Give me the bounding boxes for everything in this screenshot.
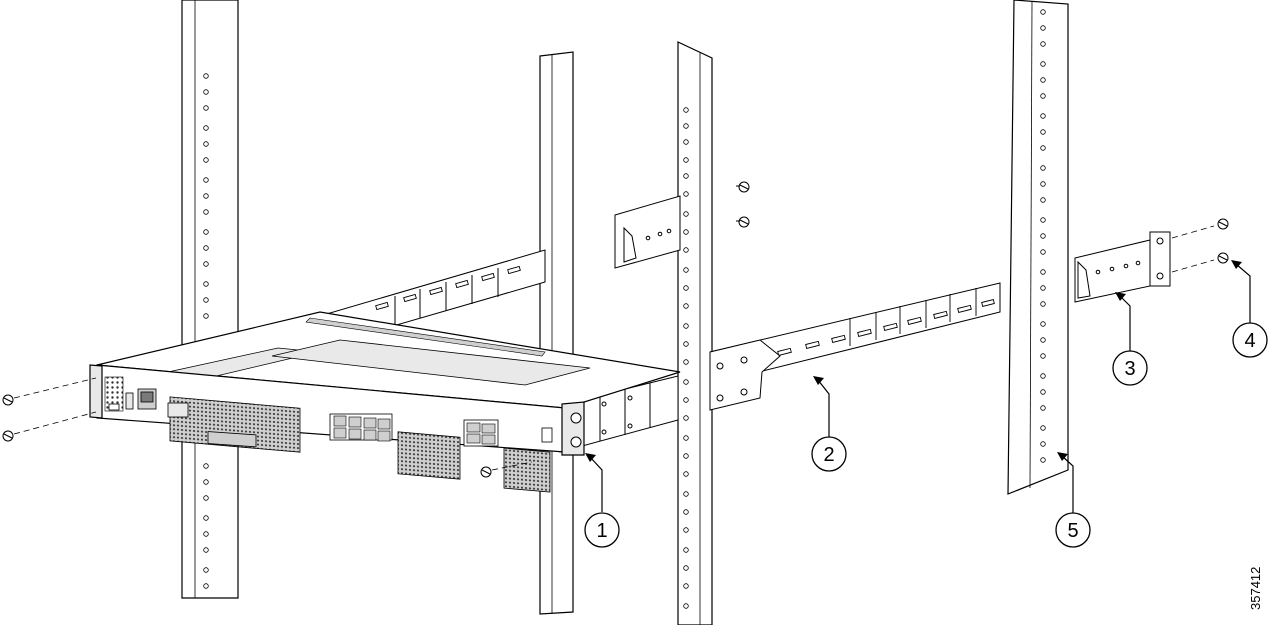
screw-ground <box>480 466 492 478</box>
screw-front-bottom <box>2 430 14 442</box>
status-led-block <box>541 427 553 443</box>
screw-center-top <box>736 181 750 193</box>
svg-text:2: 2 <box>823 444 834 466</box>
chassis-top-panel-right <box>271 339 591 386</box>
svg-text:5: 5 <box>1067 520 1078 542</box>
dash-lines-rear <box>1171 225 1215 273</box>
rack-post-right <box>1007 0 1069 495</box>
chassis-top-ridge <box>305 317 546 357</box>
callout-3: 3 <box>1112 350 1148 386</box>
callout-leaders <box>589 263 1251 514</box>
rack-post-right-holes <box>1040 9 1046 463</box>
callout-5: 5 <box>1055 512 1091 548</box>
rear-bracket-center <box>614 195 681 269</box>
vent-grille-left <box>169 396 301 453</box>
svg-text:4: 4 <box>1244 330 1255 352</box>
screw-rear-top <box>1217 218 1229 230</box>
screw-rear-bottom <box>1217 252 1229 264</box>
rack-post-left-holes <box>203 73 209 589</box>
svg-text:3: 3 <box>1124 358 1135 380</box>
vent-grille-center <box>397 431 461 480</box>
router-chassis <box>89 311 681 456</box>
rack-post-left <box>181 0 239 599</box>
extension-rail <box>709 282 1001 411</box>
callout-1: 1 <box>584 512 620 548</box>
rack-post-middle-back <box>539 51 574 615</box>
figure-id: 357412 <box>1248 566 1263 610</box>
screw-center-bottom <box>736 216 750 228</box>
rack-post-front-center <box>677 41 713 625</box>
callout-2: 2 <box>811 436 847 472</box>
chassis-front-details <box>104 376 553 493</box>
chassis-ear-left <box>89 364 103 419</box>
screw-front-top <box>2 394 14 406</box>
vent-grille-right <box>503 447 551 493</box>
rack-post-front-center-holes <box>683 107 689 609</box>
slot-cover <box>207 431 257 448</box>
callout-4: 4 <box>1232 322 1268 358</box>
dash-lines-front-left <box>13 377 533 471</box>
callout-arrowheads <box>585 260 1242 462</box>
chassis-ear-right <box>561 401 585 456</box>
rear-mounting-bracket <box>1074 231 1171 303</box>
mgmt-port <box>167 402 189 418</box>
usb-port <box>125 392 134 410</box>
svg-text:1: 1 <box>596 520 607 542</box>
